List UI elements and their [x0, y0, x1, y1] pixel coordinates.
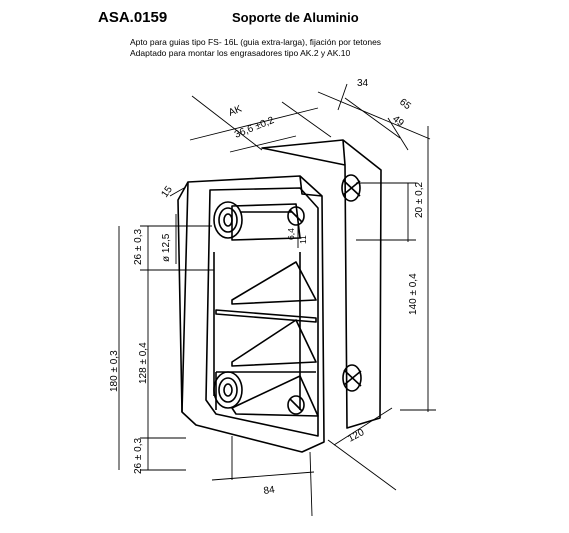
part-title: Soporte de Aluminio: [232, 10, 359, 25]
front-recess: [205, 187, 319, 437]
fixing-hole-bottom: [287, 395, 305, 415]
main-body: [181, 175, 325, 453]
part-code: ASA.0159: [98, 9, 168, 26]
dim-49: 49: [390, 114, 406, 130]
dim-128: 128 ± 0,4: [138, 342, 149, 384]
dim-ak: AK: [227, 103, 244, 118]
dim-140: 140 ± 0,4: [408, 273, 419, 315]
dim-34: 34: [357, 78, 369, 89]
description-line-2: Adaptado para montar los engrasadores ti…: [130, 48, 351, 58]
dim-diameter-12-5: ø 12,5: [161, 233, 172, 262]
dim-26-top: 26 ± 0,3: [133, 228, 144, 265]
dim-15: 15: [159, 184, 175, 200]
lubricator-boss-bottom: [213, 371, 243, 409]
fixing-hole-top: [287, 206, 305, 226]
plate-hole-bottom: [342, 364, 362, 392]
dim-26-bottom: 26 ± 0,3: [133, 437, 144, 474]
dim-36-6: 36,6 ±0,2: [233, 115, 276, 141]
description-line-1: Apto para guias tipo FS- 16L (guia extra…: [130, 37, 382, 47]
dim-120: 120: [346, 427, 366, 445]
dim-65: 65: [397, 97, 413, 113]
dim-6-4: 6,4: [286, 228, 296, 240]
dim-11: 11: [298, 235, 308, 244]
dim-84: 84: [263, 484, 276, 497]
dim-20: 20 ± 0,2: [414, 181, 425, 218]
lubricator-boss-top: [213, 201, 243, 239]
dim-180: 180 ± 0,3: [109, 350, 120, 392]
